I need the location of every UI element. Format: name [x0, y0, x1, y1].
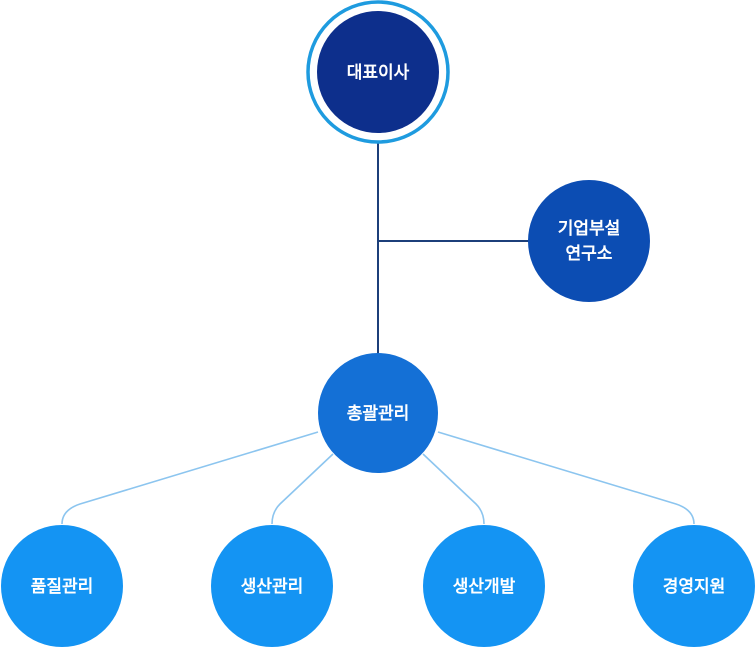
node-ceo: 대표이사	[306, 0, 450, 144]
ceo-circle	[317, 11, 439, 133]
branch-line-quality	[61, 431, 319, 525]
general-management-circle	[318, 353, 438, 473]
node-research-lab: 기업부설 연구소	[528, 180, 650, 302]
department-circle	[211, 525, 333, 647]
research-lab-label-line2: 연구소	[566, 244, 613, 264]
department-circle	[423, 525, 545, 647]
research-lab-label-line1: 기업부설	[558, 219, 621, 239]
department-label: 경영지원	[663, 577, 726, 597]
department-circle	[633, 525, 755, 647]
department-label: 품질관리	[31, 576, 94, 597]
node-general-management: 총괄관리	[318, 353, 438, 473]
research-lab-circle	[528, 180, 650, 302]
node-department-production-dev: 생산개발	[423, 525, 545, 647]
branch-line-management-support	[437, 431, 695, 525]
ceo-label: 대표이사	[347, 63, 410, 83]
general-management-label: 총괄관리	[347, 403, 410, 424]
node-department-quality: 품질관리	[1, 525, 123, 647]
branch-line-production-dev	[422, 453, 485, 525]
department-circle	[1, 525, 123, 647]
node-department-management-support: 경영지원	[633, 525, 755, 647]
department-label: 생산개발	[453, 577, 516, 597]
department-label: 생산관리	[241, 577, 304, 597]
node-department-production-mgmt: 생산관리	[211, 525, 333, 647]
branch-line-production-mgmt	[271, 453, 334, 525]
connectors	[61, 140, 695, 525]
